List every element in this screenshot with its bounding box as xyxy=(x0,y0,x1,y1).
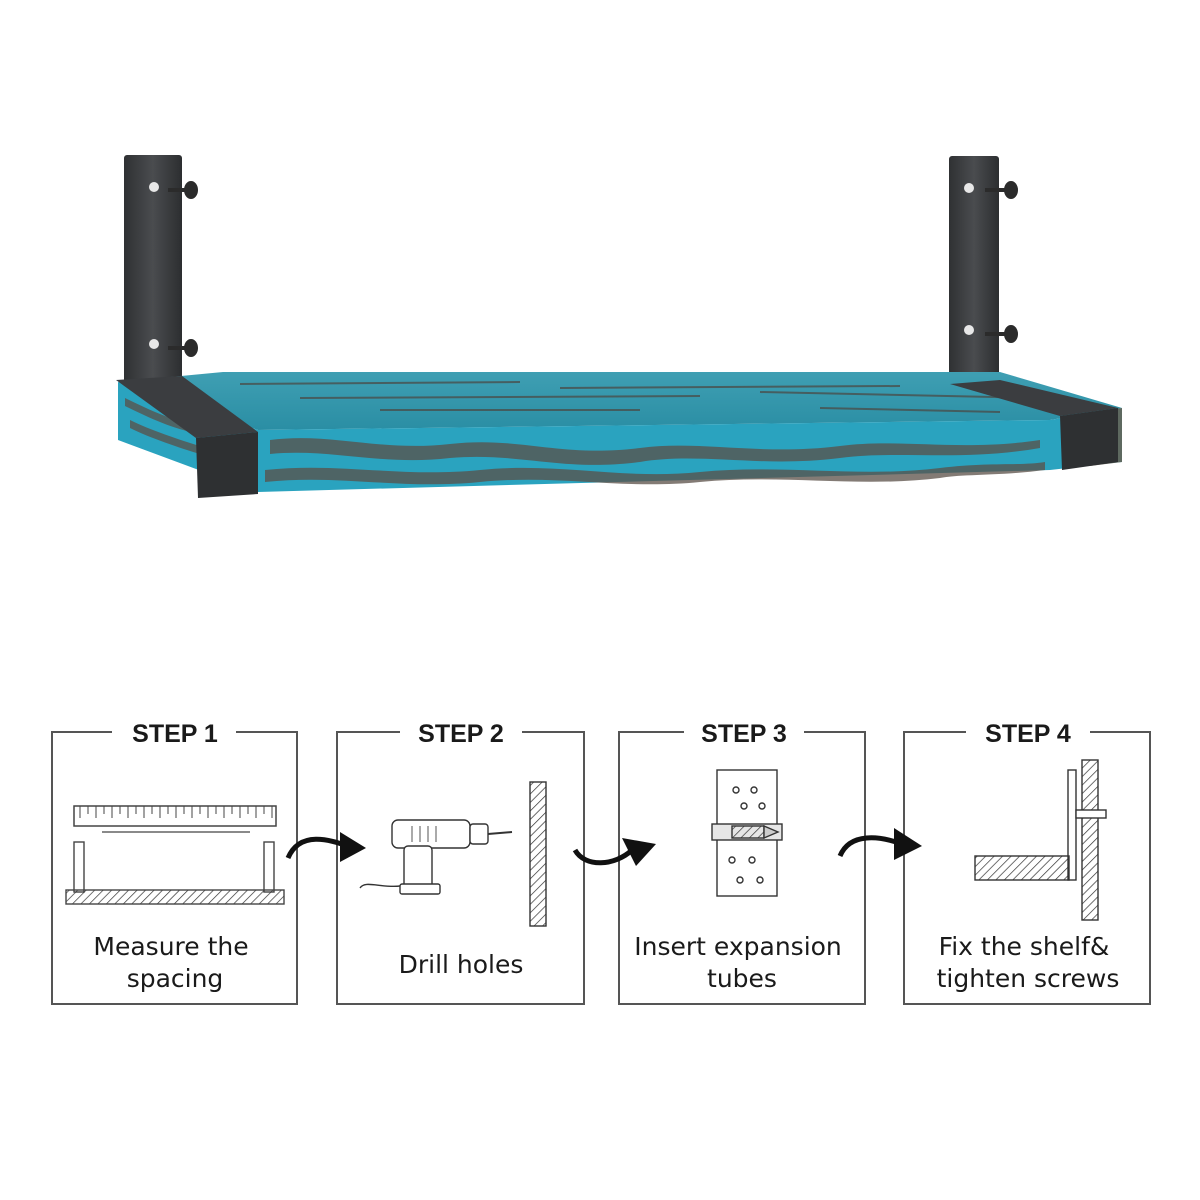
step-2-text: Drill holes xyxy=(399,950,524,979)
shelf-bracket-illustration xyxy=(974,759,1107,921)
expansion-tube-illustration xyxy=(711,769,783,897)
step-4-title: STEP 4 xyxy=(985,720,1071,748)
step-2-title: STEP 2 xyxy=(418,720,504,748)
step-3-title: STEP 3 xyxy=(701,720,787,748)
measure-spacing-illustration xyxy=(65,805,285,905)
arrow-icon xyxy=(285,832,366,862)
screw-icon xyxy=(985,181,1018,199)
step-1-panel: STEP 1 Measur xyxy=(51,720,298,1005)
step-3-panel: STEP 3 Insert expansion tubes xyxy=(618,720,866,1005)
wood-grain xyxy=(239,381,1041,413)
right-bracket-clamp xyxy=(950,380,1118,470)
arrow-icon xyxy=(837,828,922,860)
step-1-text: Measure the spacing xyxy=(93,932,256,993)
drill-illustration xyxy=(359,781,547,927)
floating-shelf xyxy=(116,155,1122,498)
screw-icon xyxy=(985,325,1018,343)
screw-icon xyxy=(168,181,198,199)
right-bracket xyxy=(949,156,1018,388)
left-bracket xyxy=(124,155,198,390)
screw-icon xyxy=(168,339,198,357)
arrow-icon xyxy=(572,838,656,866)
step-4-text: Fix the shelf& tighten screws xyxy=(937,932,1120,993)
step-4-panel: STEP 4 Fix the shelf& tighten screws xyxy=(903,720,1151,1005)
step-1-title: STEP 1 xyxy=(132,720,218,748)
step-3-text: Insert expansion tubes xyxy=(634,932,850,993)
shelf-board-front xyxy=(118,382,1122,492)
left-bracket-clamp xyxy=(116,376,258,498)
step-2-panel: STEP 2 Drill holes xyxy=(336,720,585,1005)
